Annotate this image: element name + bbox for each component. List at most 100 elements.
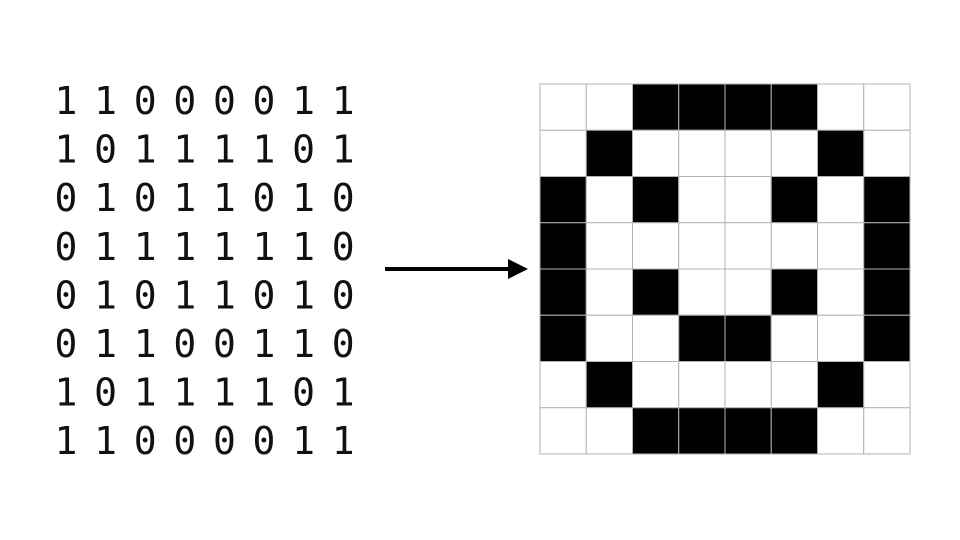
- matrix-digit: 1: [292, 273, 315, 317]
- matrix-digit: 1: [173, 128, 196, 172]
- matrix-digit: 1: [213, 273, 236, 317]
- pixel-cell-black: [724, 407, 772, 455]
- pixel-cell-white: [678, 268, 726, 316]
- matrix-digit: 1: [213, 371, 236, 415]
- matrix-digit: 0: [94, 371, 117, 415]
- matrix-digit: 1: [55, 419, 78, 463]
- matrix-digit: 0: [134, 419, 157, 463]
- pixel-cell-white: [539, 361, 587, 409]
- matrix-digit: 1: [173, 273, 196, 317]
- pixel-cell-white: [817, 222, 865, 270]
- pixel-cell-white: [585, 222, 633, 270]
- matrix-digit: 0: [332, 273, 355, 317]
- matrix-digit: 0: [253, 79, 276, 123]
- pixel-cell-white: [724, 361, 772, 409]
- matrix-digit: 1: [134, 128, 157, 172]
- matrix-digit: 0: [94, 128, 117, 172]
- pixel-cell-black: [770, 83, 818, 131]
- pixel-cell-white: [585, 176, 633, 224]
- pixel-cell-white: [724, 222, 772, 270]
- matrix-digit: 0: [292, 128, 315, 172]
- matrix-digit: 1: [292, 322, 315, 366]
- pixel-cell-white: [817, 268, 865, 316]
- matrix-digit: 1: [173, 176, 196, 220]
- matrix-digit: 1: [213, 225, 236, 269]
- pixel-cell-black: [632, 268, 680, 316]
- pixel-cell-black: [632, 83, 680, 131]
- matrix-digit: 1: [253, 322, 276, 366]
- pixel-cell-white: [585, 268, 633, 316]
- pixel-cell-black: [678, 314, 726, 362]
- matrix-digit: 0: [173, 79, 196, 123]
- matrix-digit: 0: [55, 225, 78, 269]
- matrix-digit: 0: [55, 322, 78, 366]
- matrix-digit: 1: [134, 225, 157, 269]
- pixel-cell-black: [585, 361, 633, 409]
- pixel-cell-black: [863, 314, 911, 362]
- pixel-cell-white: [632, 222, 680, 270]
- pixel-cell-white: [724, 129, 772, 177]
- pixel-cell-white: [585, 314, 633, 362]
- pixel-cell-black: [632, 407, 680, 455]
- pixel-cell-black: [539, 268, 587, 316]
- pixel-cell-black: [770, 176, 818, 224]
- right-arrow-icon: [385, 259, 528, 279]
- matrix-digit: 0: [213, 79, 236, 123]
- pixel-grid: [539, 83, 911, 455]
- matrix-digit: 0: [332, 176, 355, 220]
- matrix-digit: 1: [332, 79, 355, 123]
- pixel-cell-white: [632, 129, 680, 177]
- pixel-cell-black: [817, 129, 865, 177]
- pixel-cell-white: [770, 222, 818, 270]
- matrix-digit: 0: [134, 176, 157, 220]
- matrix-digit: 1: [213, 128, 236, 172]
- matrix-digit: 1: [94, 79, 117, 123]
- pixel-cell-black: [863, 222, 911, 270]
- matrix-digit: 1: [332, 371, 355, 415]
- pixel-cell-white: [770, 129, 818, 177]
- pixel-cell-white: [863, 361, 911, 409]
- matrix-digit: 1: [173, 371, 196, 415]
- pixel-cell-black: [632, 176, 680, 224]
- pixel-cell-white: [678, 222, 726, 270]
- pixel-cell-white: [585, 83, 633, 131]
- pixel-cell-black: [863, 268, 911, 316]
- pixel-cell-white: [678, 176, 726, 224]
- pixel-cell-black: [539, 222, 587, 270]
- matrix-digit: 1: [292, 176, 315, 220]
- matrix-digit: 1: [94, 419, 117, 463]
- pixel-cell-black: [678, 83, 726, 131]
- pixel-cell-white: [678, 129, 726, 177]
- matrix-digit: 1: [332, 128, 355, 172]
- matrix-digit: 0: [213, 322, 236, 366]
- pixel-cell-white: [632, 314, 680, 362]
- matrix-digit: 1: [213, 176, 236, 220]
- matrix-digit: 1: [94, 225, 117, 269]
- pixel-cell-black: [678, 407, 726, 455]
- pixel-cell-white: [770, 361, 818, 409]
- matrix-digit: 0: [253, 176, 276, 220]
- matrix-digit: 1: [173, 225, 196, 269]
- matrix-digit: 1: [94, 273, 117, 317]
- pixel-cell-black: [817, 361, 865, 409]
- pixel-cell-white: [539, 407, 587, 455]
- pixel-cell-white: [585, 407, 633, 455]
- matrix-digit: 1: [292, 79, 315, 123]
- matrix-digit: 0: [253, 419, 276, 463]
- pixel-cell-white: [539, 83, 587, 131]
- matrix-digit: 1: [134, 322, 157, 366]
- pixel-cell-white: [539, 129, 587, 177]
- pixel-cell-white: [863, 83, 911, 131]
- matrix-digit: 1: [94, 322, 117, 366]
- matrix-digit: 0: [332, 322, 355, 366]
- matrix-digit: 1: [55, 128, 78, 172]
- pixel-cell-white: [817, 83, 865, 131]
- matrix-digit: 0: [134, 79, 157, 123]
- pixel-cell-black: [770, 268, 818, 316]
- matrix-digit: 0: [173, 419, 196, 463]
- matrix-digit: 0: [173, 322, 196, 366]
- matrix-digit: 0: [253, 273, 276, 317]
- matrix-digit: 0: [213, 419, 236, 463]
